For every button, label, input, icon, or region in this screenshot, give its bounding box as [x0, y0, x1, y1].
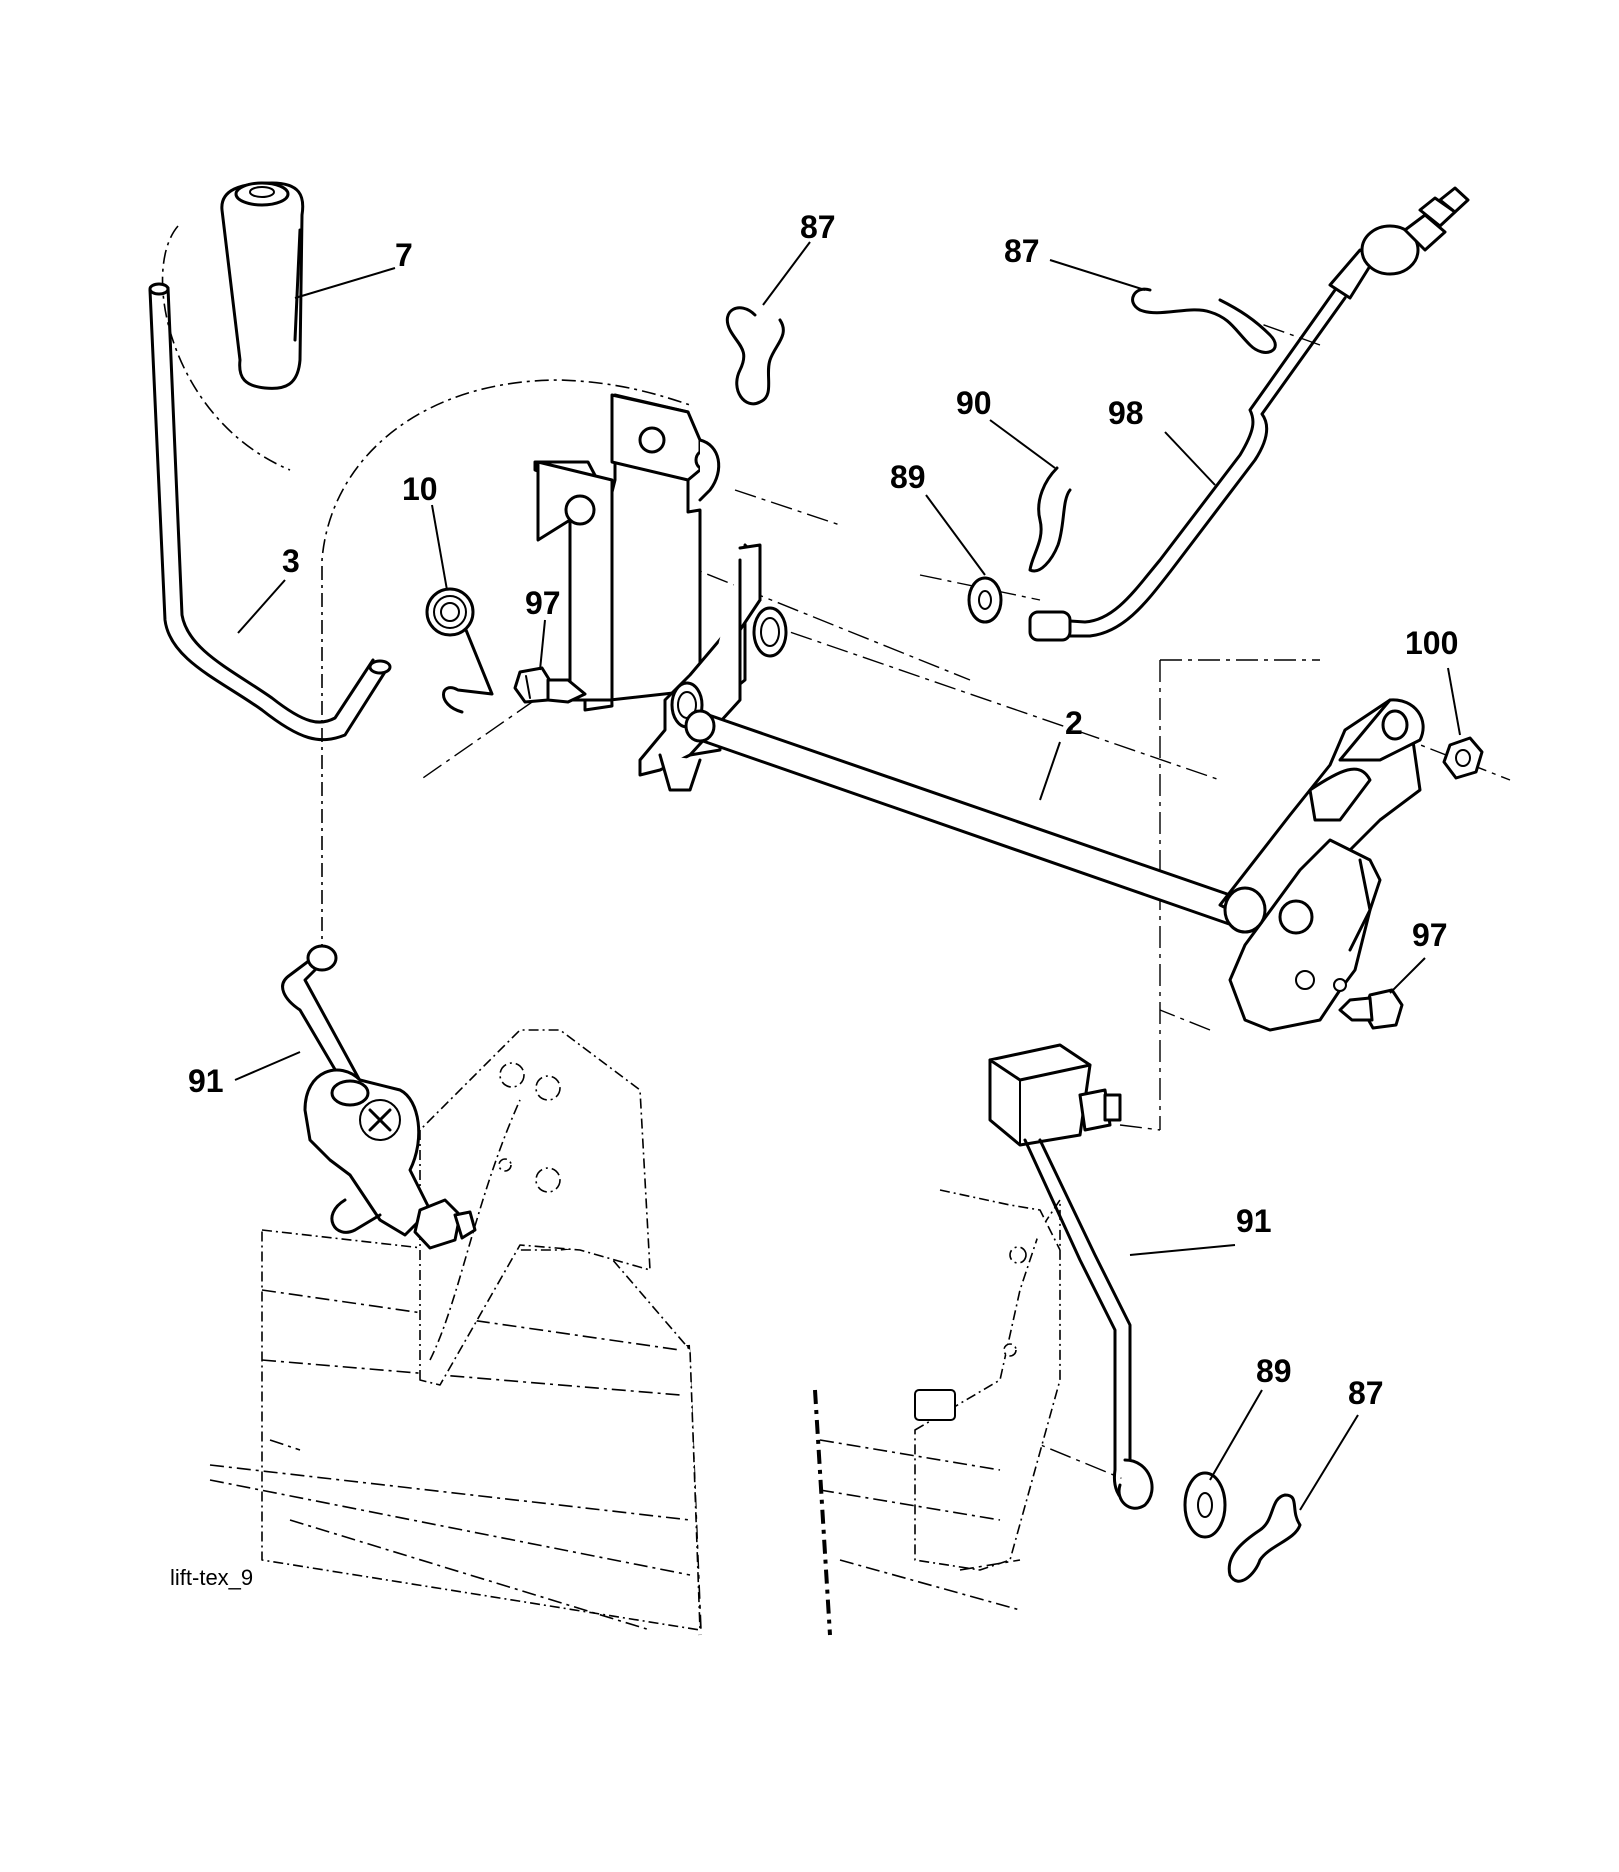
- hairpin-clip-upper-right: [1131, 287, 1277, 354]
- lift-link-right: [988, 1043, 1154, 1510]
- right-lift-arm: [1218, 698, 1425, 1032]
- callout-10: 10: [402, 471, 438, 507]
- callout-2: 2: [1065, 705, 1083, 741]
- callout-97-right: 97: [1412, 917, 1448, 953]
- handle-grip: [220, 181, 305, 390]
- small-hairpin-clip: [1028, 466, 1072, 573]
- center-bracket: [638, 543, 1234, 927]
- lift-link-left: [281, 944, 477, 1250]
- callout-7: 7: [395, 237, 413, 273]
- lift-link-rod: [1028, 186, 1470, 642]
- callout-89-upper: 89: [890, 459, 926, 495]
- washer-lower: [1183, 1471, 1227, 1539]
- lift-handle-rod: [148, 282, 392, 742]
- callout-3: 3: [282, 543, 300, 579]
- callout-87-lower: 87: [1348, 1375, 1384, 1411]
- callout-97-left: 97: [525, 585, 561, 621]
- bolt-right: [1338, 988, 1404, 1030]
- callout-89-lower: 89: [1256, 1353, 1292, 1389]
- torsion-spring: [425, 587, 494, 714]
- callout-90: 90: [956, 385, 992, 421]
- figure-id: lift-tex_9: [170, 1565, 253, 1590]
- callout-labels: 7 3 10 87 87 90 98 89 97 2 100 97 91 91 …: [188, 209, 1458, 1411]
- washer-upper: [967, 576, 1003, 624]
- left-bracket: [533, 393, 721, 712]
- hex-nut: [1442, 736, 1484, 780]
- hairpin-clip-lower-right: [1227, 1493, 1302, 1583]
- bolt-left: [513, 666, 587, 704]
- callout-100: 100: [1405, 625, 1458, 661]
- callout-87-upper-left: 87: [800, 209, 836, 245]
- callout-91-left: 91: [188, 1063, 224, 1099]
- leader-lines: [234, 241, 1461, 1511]
- deck-ghost-right: [819, 1189, 1061, 1611]
- callout-91-right: 91: [1236, 1203, 1272, 1239]
- deck-ghost-left: [209, 1029, 701, 1631]
- callout-98: 98: [1108, 395, 1144, 431]
- callout-87-upper-right: 87: [1004, 233, 1040, 269]
- hairpin-clip-upper-left: [725, 306, 785, 406]
